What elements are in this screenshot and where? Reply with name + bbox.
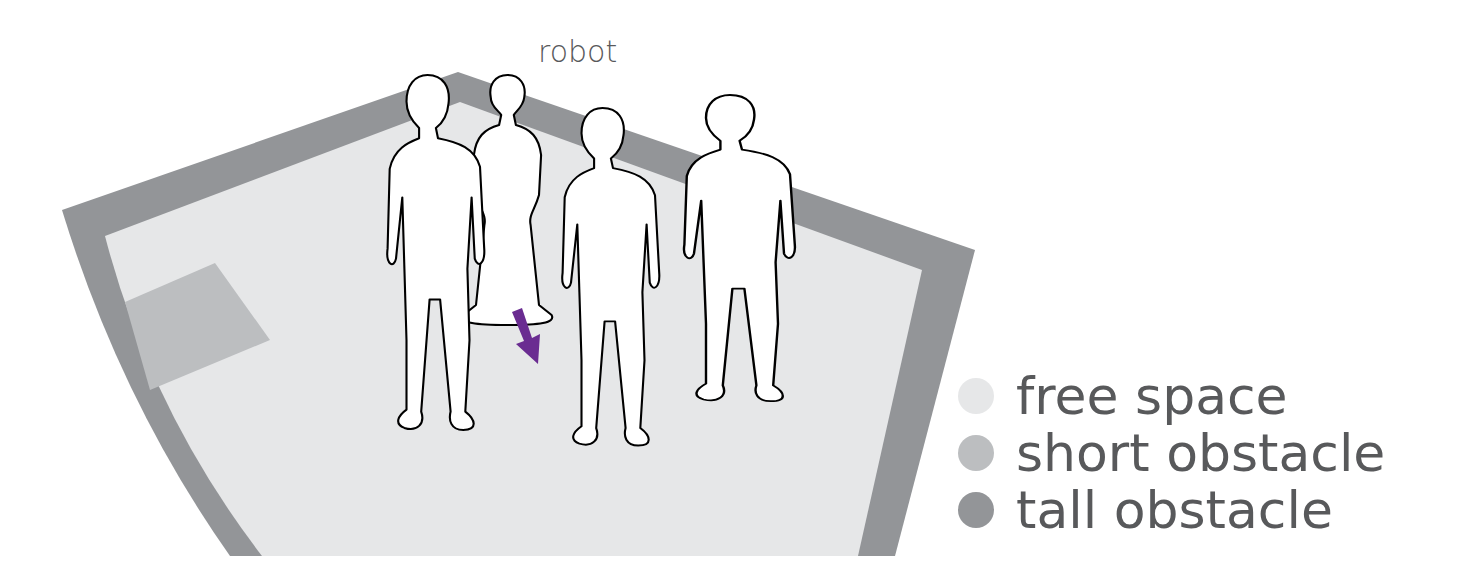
person-figure	[387, 75, 484, 430]
legend-swatch	[958, 435, 994, 471]
short-obstacle	[125, 263, 270, 390]
legend-swatch	[958, 378, 994, 414]
legend-text: tall obstacle	[1016, 484, 1333, 536]
legend-entry: tall obstacle	[958, 484, 1333, 536]
person-figure	[562, 108, 659, 446]
tall-obstacle-wall	[62, 72, 975, 556]
person-figure	[684, 95, 795, 401]
legend-entry: short obstacle	[958, 427, 1385, 479]
legend-swatch	[958, 492, 994, 528]
figure-label: robot	[538, 34, 617, 69]
legend-text: free space	[1016, 370, 1288, 422]
legend-text: short obstacle	[1016, 427, 1385, 479]
legend-entry: free space	[958, 370, 1288, 422]
robot-heading-arrow	[512, 308, 540, 364]
